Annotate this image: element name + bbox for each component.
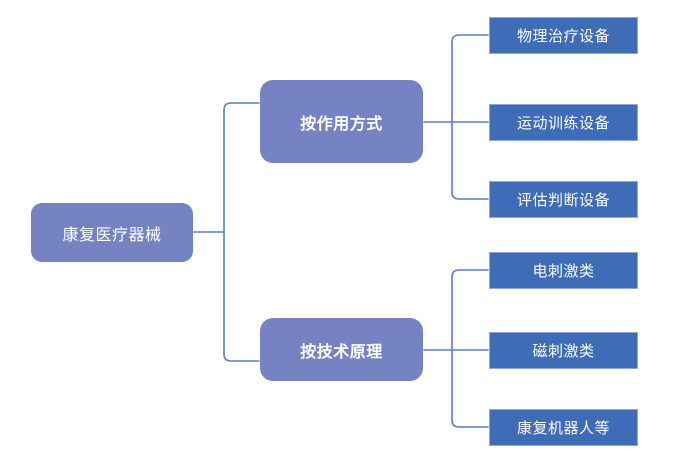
leaf-node-label: 运动训练设备 bbox=[516, 115, 610, 132]
branch-node-1-label: 按作用方式 bbox=[300, 115, 383, 133]
leaf-node-assessment-equipment[interactable]: 评估判断设备 bbox=[489, 181, 638, 218]
branch-node-2-label: 按技术原理 bbox=[300, 343, 383, 361]
root-node-label: 康复医疗器械 bbox=[62, 226, 162, 244]
leaf-node-label: 康复机器人等 bbox=[516, 420, 610, 437]
connector-root-to-branch-1 bbox=[223, 102, 260, 111]
leaf-node-physical-therapy-equipment[interactable]: 物理治疗设备 bbox=[489, 17, 638, 54]
branch-node-1[interactable]: 按作用方式 bbox=[260, 80, 423, 163]
leaf-node-magnetic-stimulation[interactable]: 磁刺激类 bbox=[489, 332, 638, 369]
connector-branch2-to-leaf-3 bbox=[451, 419, 489, 428]
branch-node-2[interactable]: 按技术原理 bbox=[260, 318, 423, 381]
root-node[interactable]: 康复医疗器械 bbox=[31, 203, 193, 262]
leaf-node-rehabilitation-robots[interactable]: 康复机器人等 bbox=[489, 409, 638, 446]
connector-branch1-to-leaf-3 bbox=[451, 191, 489, 200]
leaf-node-label: 物理治疗设备 bbox=[516, 28, 610, 45]
connector-branch2-to-leaf-1 bbox=[451, 269, 489, 278]
connector-branch1-to-leaf-1 bbox=[451, 34, 489, 43]
leaf-node-label: 电刺激类 bbox=[532, 263, 595, 280]
leaf-node-electrical-stimulation[interactable]: 电刺激类 bbox=[489, 252, 638, 289]
leaf-node-motor-training-equipment[interactable]: 运动训练设备 bbox=[489, 104, 638, 141]
connector-root-to-branch-2 bbox=[223, 353, 260, 362]
leaf-node-label: 磁刺激类 bbox=[532, 343, 595, 360]
leaf-node-label: 评估判断设备 bbox=[516, 192, 610, 209]
